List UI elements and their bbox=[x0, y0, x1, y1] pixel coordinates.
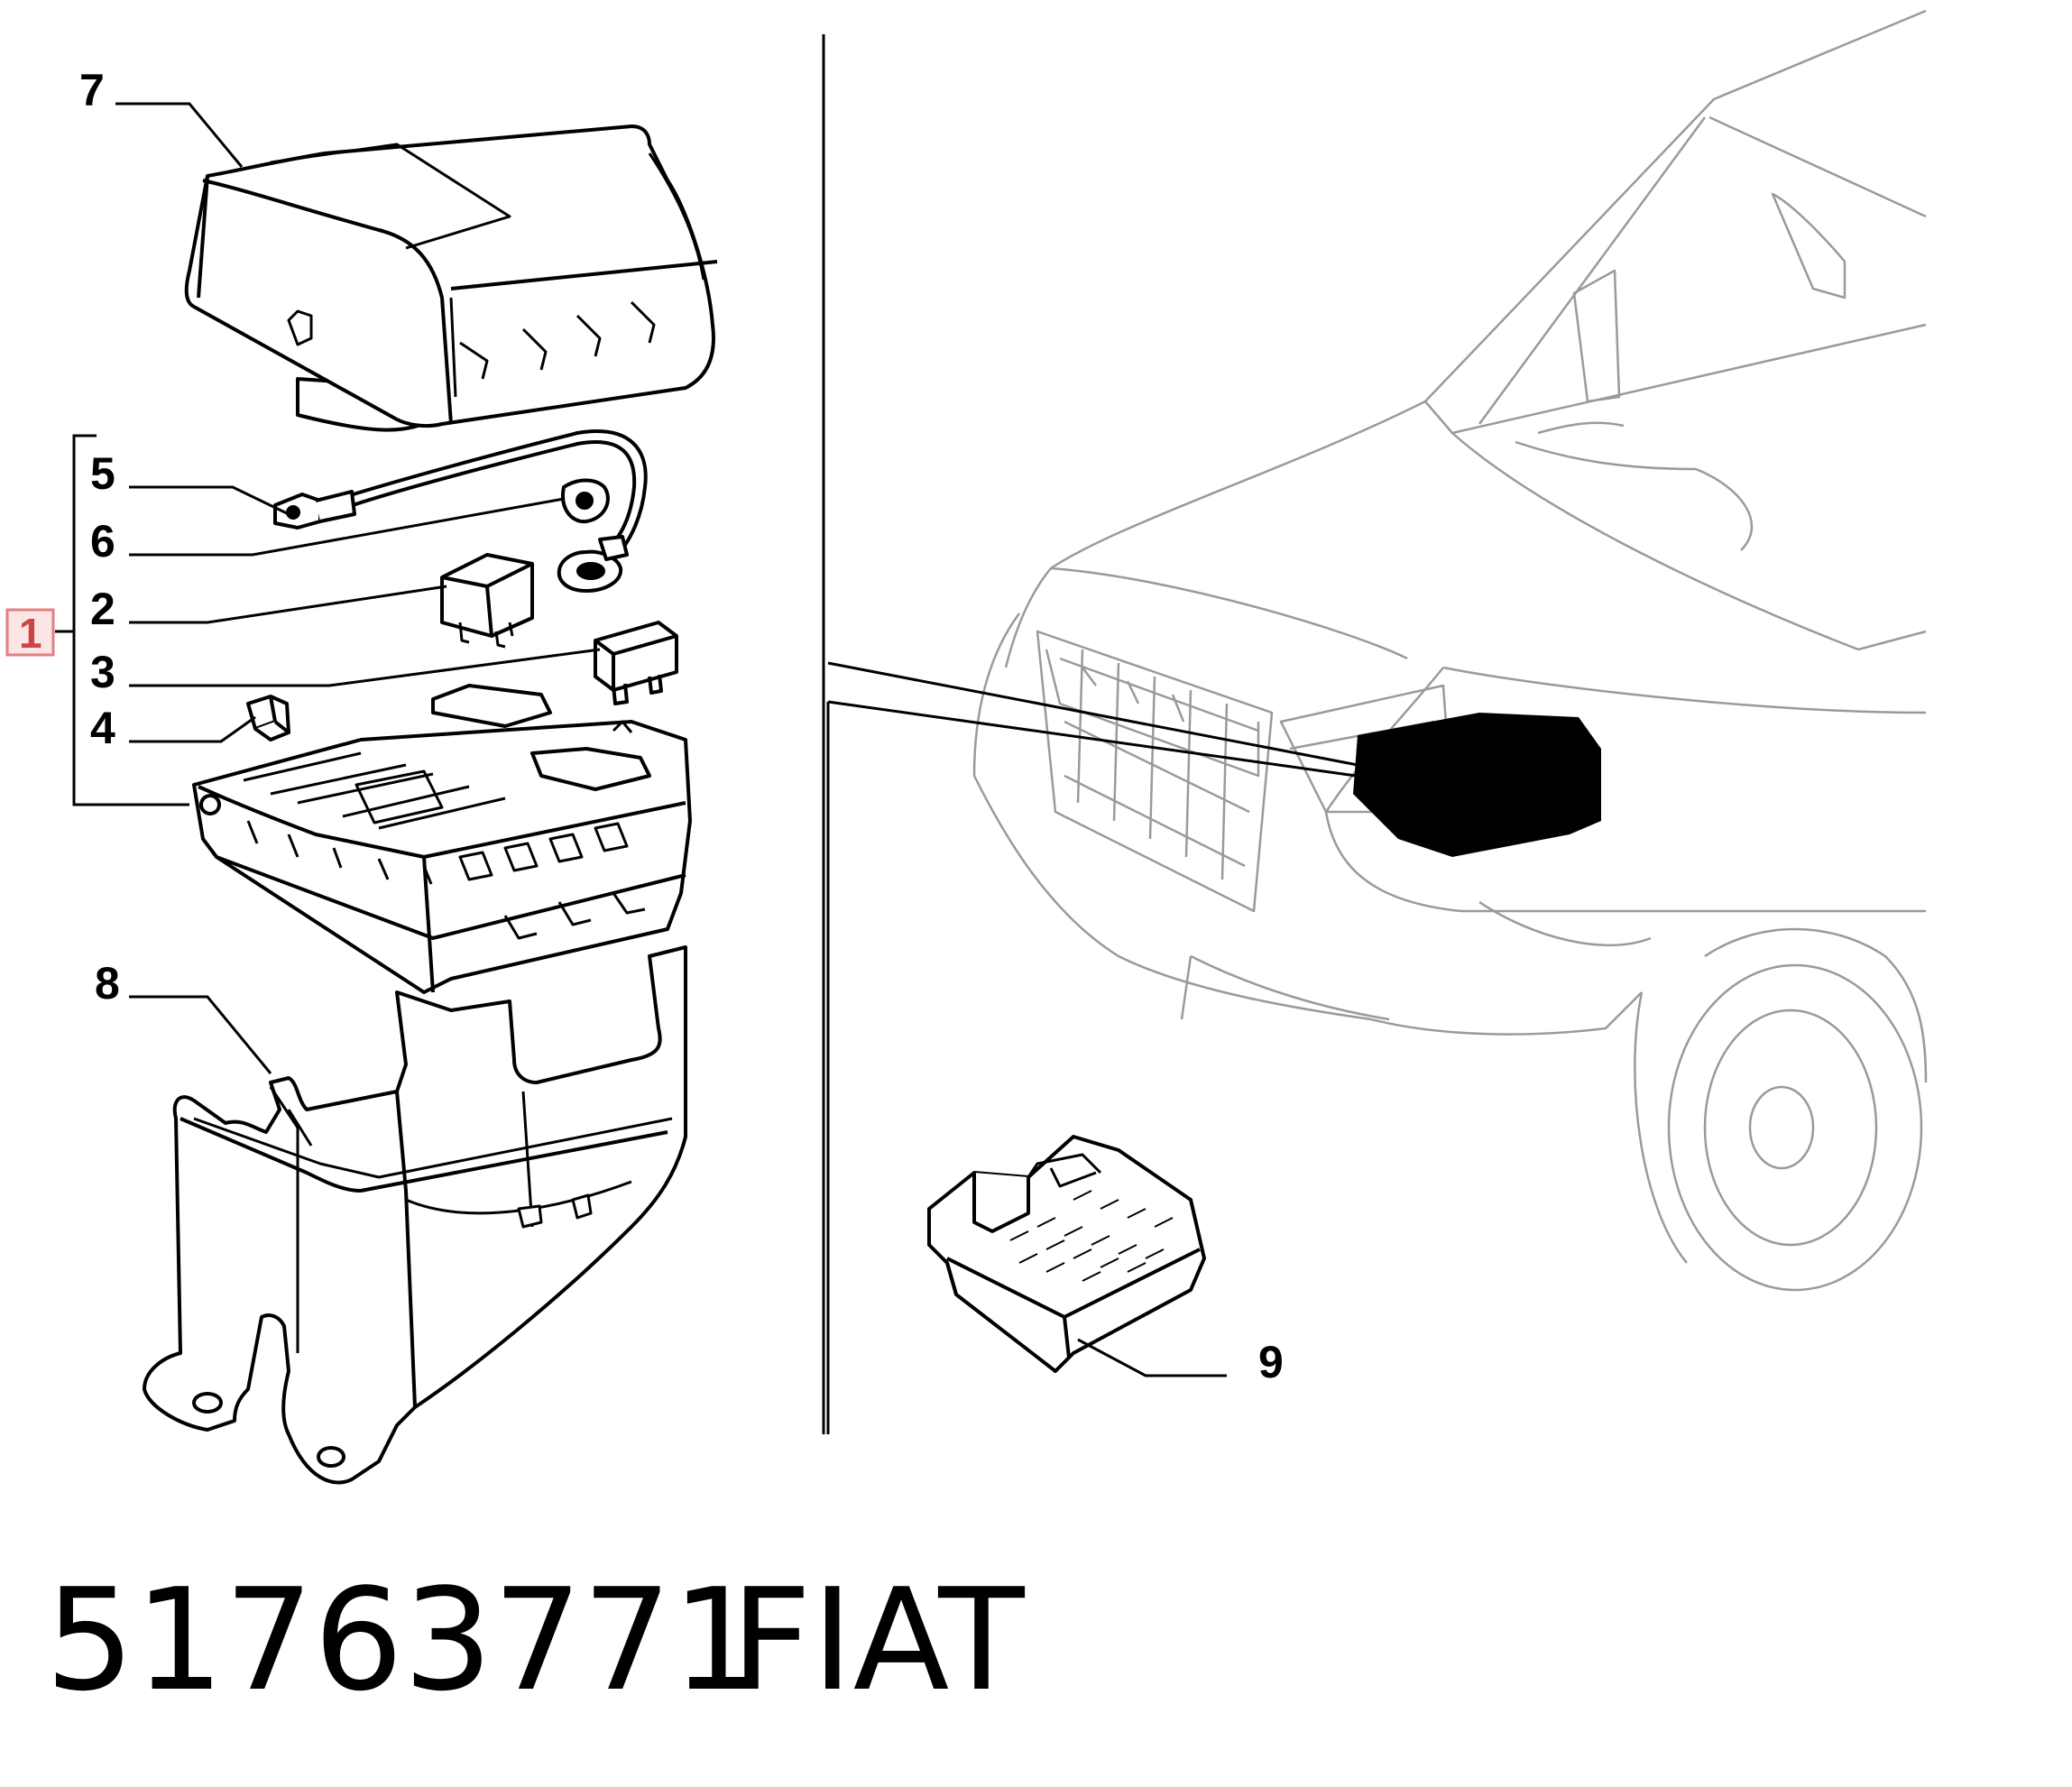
part-1-fuse-box bbox=[192, 684, 692, 994]
part-number: 51763771 bbox=[45, 1558, 762, 1722]
part-9-control-unit bbox=[927, 1135, 1206, 1373]
part-3-fuse bbox=[594, 621, 678, 705]
brand-name: FIAT bbox=[731, 1558, 1025, 1722]
car-front-view bbox=[972, 9, 1928, 1292]
part-5-6-ground-cable bbox=[273, 429, 648, 593]
part-9-pin-details bbox=[1009, 1190, 1174, 1282]
part-7-cover bbox=[184, 124, 718, 432]
fuse-box-location-mark bbox=[826, 661, 1601, 1434]
callout-6: 6 bbox=[90, 516, 115, 566]
part-8-mounting-bracket bbox=[143, 945, 687, 1485]
callout-1-highlight: 1 bbox=[5, 608, 55, 657]
callout-4: 4 bbox=[90, 703, 115, 753]
part-2-relay bbox=[440, 553, 534, 649]
callout-3: 3 bbox=[90, 647, 115, 697]
callout-5: 5 bbox=[90, 448, 115, 499]
callout-8: 8 bbox=[95, 958, 120, 1009]
callout-2: 2 bbox=[90, 584, 115, 634]
callout-9: 9 bbox=[1258, 1337, 1284, 1387]
callout-1: 1 bbox=[19, 610, 42, 657]
leader-lines bbox=[55, 102, 1227, 1377]
callout-7: 7 bbox=[79, 65, 105, 115]
